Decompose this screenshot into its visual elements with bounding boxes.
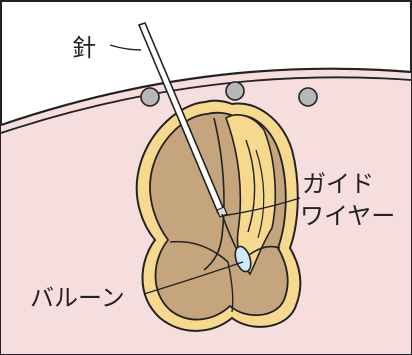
balloon-label: バルーン [30, 284, 125, 312]
skin-marker-center [226, 82, 244, 100]
needle-label: 針 [72, 34, 96, 62]
guidewire-label-line2: ワイヤー [300, 202, 395, 230]
guidewire-label-line1: ガイド [302, 170, 374, 198]
skin-marker-left [141, 88, 159, 106]
skin-marker-right [299, 88, 317, 106]
